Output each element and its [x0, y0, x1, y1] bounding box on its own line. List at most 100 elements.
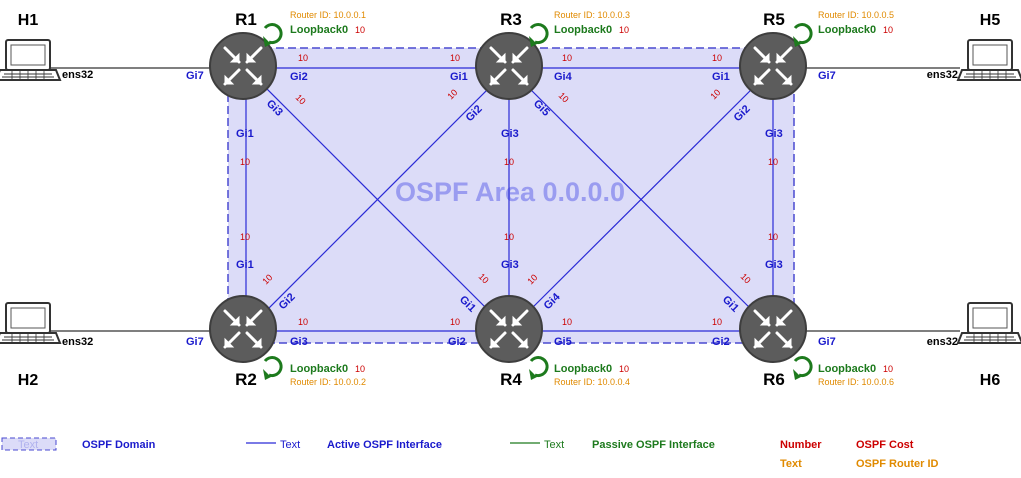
loopback-label: Loopback0	[554, 24, 612, 36]
router-name: R2	[235, 370, 257, 389]
interface-label: Gi3	[290, 336, 308, 348]
loopback-cost: 10	[355, 364, 365, 374]
interface-label: Gi7	[818, 336, 836, 348]
ospf-cost: 10	[240, 157, 250, 167]
router-name: R1	[235, 10, 257, 29]
interface-label: Gi7	[186, 70, 204, 82]
interface-label: Gi1	[236, 259, 254, 271]
ospf-cost: 10	[298, 53, 308, 63]
router-r5[interactable]: R5 Router ID: 10.0.0.5 Loopback0 10	[738, 10, 894, 101]
router-r4[interactable]: R4 Loopback0 10 Router ID: 10.0.0.4	[474, 294, 630, 389]
legend-active-label: Active OSPF Interface	[327, 439, 442, 451]
ospf-cost: 10	[450, 317, 460, 327]
loopback-arrow-icon	[261, 356, 283, 382]
router-id-label: Router ID: 10.0.0.5	[818, 10, 894, 20]
host-name: H2	[18, 372, 39, 389]
legend-rid-sample: Text	[780, 458, 802, 470]
router-name: R6	[763, 370, 785, 389]
loopback-arrow-icon	[527, 356, 549, 382]
loopback-arrow-icon	[791, 356, 813, 382]
host-nic-label: ens32	[927, 69, 958, 81]
router-icon	[738, 294, 808, 364]
interface-label: Gi3	[765, 259, 783, 271]
interface-label: Gi3	[501, 128, 519, 140]
interface-label: Gi2	[290, 71, 308, 83]
router-icon	[208, 294, 278, 364]
interface-label: Gi1	[236, 128, 254, 140]
link-r4-r5	[508, 67, 774, 332]
host-nic-label: ens32	[62, 336, 93, 348]
loopback-arrow-icon	[261, 23, 283, 49]
router-name: R5	[763, 10, 785, 29]
host-h1[interactable]: H1 ens32	[0, 12, 93, 81]
legend-cost-sample: Number	[780, 439, 822, 451]
host-name: H6	[980, 372, 1001, 389]
interface-label: Gi5	[554, 336, 572, 348]
interface-label: Gi4	[554, 71, 573, 83]
router-id-label: Router ID: 10.0.0.3	[554, 10, 630, 20]
ospf-cost: 10	[504, 157, 514, 167]
legend-active-sample: Text	[280, 439, 300, 451]
loopback-cost: 10	[355, 25, 365, 35]
legend-domain-label: OSPF Domain	[82, 439, 156, 451]
loopback-label: Loopback0	[290, 363, 348, 375]
host-nic-label: ens32	[62, 69, 93, 81]
host-h5[interactable]: H5 ens32	[927, 12, 1021, 81]
ospf-cost: 10	[562, 317, 572, 327]
loopback-cost: 10	[883, 364, 893, 374]
legend-passive-label: Passive OSPF Interface	[592, 439, 715, 451]
ospf-cost: 10	[768, 157, 778, 167]
interface-label: Gi2	[712, 336, 730, 348]
loopback-arrow-icon	[527, 23, 549, 49]
host-links	[50, 67, 960, 332]
legend-domain-swatch	[1, 437, 57, 451]
loopback-label: Loopback0	[554, 363, 612, 375]
loopback-arrow-icon	[791, 23, 813, 49]
router-r1[interactable]: R1 Router ID: 10.0.0.1 Loopback0 10	[208, 10, 366, 101]
ospf-cost: 10	[712, 53, 722, 63]
interface-label: Gi1	[450, 71, 468, 83]
ospf-cost: 10	[504, 232, 514, 242]
ospf-cost: 10	[768, 232, 778, 242]
host-h2[interactable]: H2 ens32	[0, 302, 93, 389]
router-id-label: Router ID: 10.0.0.2	[290, 377, 366, 387]
router-r2[interactable]: R2 Loopback0 10 Router ID: 10.0.0.2	[208, 294, 366, 389]
router-icon	[474, 294, 544, 364]
interface-label: Gi3	[501, 259, 519, 271]
router-r3[interactable]: R3 Router ID: 10.0.0.3 Loopback0 10	[474, 10, 630, 101]
legend-passive-sample: Text	[544, 439, 564, 451]
link-r2-r3	[245, 67, 510, 332]
legend-cost-label: OSPF Cost	[856, 439, 914, 451]
host-name: H1	[18, 12, 39, 29]
ospf-area-label: OSPF Area 0.0.0.0	[395, 177, 625, 207]
laptop-icon	[0, 302, 61, 344]
loopback-label: Loopback0	[818, 363, 876, 375]
ospf-cost: 10	[298, 317, 308, 327]
router-name: R4	[500, 370, 522, 389]
host-nic-label: ens32	[927, 336, 958, 348]
ospf-links	[245, 67, 774, 332]
laptop-icon	[957, 302, 1021, 344]
legend: Text OSPF Domain Text Active OSPF Interf…	[1, 437, 939, 470]
interface-label: Gi3	[765, 128, 783, 140]
interface-label: Gi7	[818, 70, 836, 82]
loopback-cost: 10	[619, 364, 629, 374]
router-id-label: Router ID: 10.0.0.6	[818, 377, 894, 387]
legend-rid-label: OSPF Router ID	[856, 458, 939, 470]
ospf-cost-labels: 10 10 10 10 10 10 10 10 10 10 10 10 10 1…	[240, 53, 778, 327]
router-r6[interactable]: R6 Loopback0 10 Router ID: 10.0.0.6	[738, 294, 894, 389]
loopback-cost: 10	[619, 25, 629, 35]
router-name: R3	[500, 10, 522, 29]
router-id-label: Router ID: 10.0.0.1	[290, 10, 366, 20]
host-h6[interactable]: H6 ens32	[927, 302, 1021, 389]
loopback-cost: 10	[883, 25, 893, 35]
interface-label: Gi7	[186, 336, 204, 348]
ospf-cost: 10	[562, 53, 572, 63]
host-name: H5	[980, 12, 1001, 29]
loopback-label: Loopback0	[818, 24, 876, 36]
laptop-icon	[0, 39, 61, 81]
interface-label: Gi1	[712, 71, 730, 83]
router-id-label: Router ID: 10.0.0.4	[554, 377, 630, 387]
legend-domain-sample: Text	[18, 439, 38, 451]
